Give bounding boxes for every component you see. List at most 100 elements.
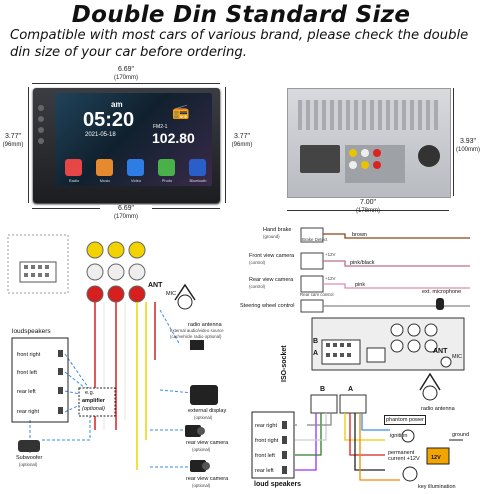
phantom-power-label: phantom power — [384, 415, 426, 425]
brake-detect-label: Brake Detect — [302, 237, 328, 242]
front-height-mm-right: (96mm) — [231, 142, 253, 148]
right-ant-label: ANT — [433, 348, 448, 355]
back-height-mm: (100mm) — [455, 147, 480, 153]
rca-block — [345, 145, 405, 183]
back-dim-line-bottom — [287, 210, 449, 211]
app-bluetooth-icon[interactable] — [189, 159, 206, 176]
pink-black-label: pink/black — [350, 260, 375, 266]
front-camera-sub: (control) — [249, 260, 266, 265]
subwoofer-optional: (optional) — [19, 462, 38, 467]
back-width-dim: 7.00" (178mm) — [342, 199, 394, 215]
brown-wire-label: brown — [352, 232, 367, 238]
rear-camera-1-label: rear view camera — [186, 440, 229, 446]
app-label-music: Music — [99, 178, 111, 183]
hand-brake-sub: (ground) — [263, 234, 280, 239]
left-ant-label: ANT — [148, 282, 163, 289]
front-height-mm-left: (96mm) — [2, 142, 24, 148]
external-display-optional: (optional) — [194, 415, 213, 420]
app-label-video: Video — [130, 178, 142, 183]
iso-a-label: A — [348, 386, 354, 393]
front-camera-label: Front view camera — [249, 253, 295, 259]
speaker-front-left-label: front left — [17, 370, 37, 376]
key-illumination-label: key illumination — [418, 484, 456, 490]
page-subtitle: Compatible with most cars of various bra… — [10, 28, 469, 60]
app-label-photo: Photo — [161, 178, 173, 183]
loud-speakers-label: loud speakers — [254, 481, 302, 488]
iso-b-label: B — [320, 386, 326, 393]
back-button[interactable] — [38, 127, 44, 133]
subwoofer-label: Subwoofer — [16, 455, 43, 461]
front-width-mm: (170mm) — [113, 75, 138, 81]
clock-ampm: am — [111, 100, 123, 109]
back-dim-line-right — [453, 88, 454, 196]
ignition-label: ignition — [390, 433, 408, 439]
external-display-label: external display — [188, 408, 227, 414]
right-speaker-front-right: front right — [255, 438, 279, 444]
speaker-rear-left-label: rear left — [17, 389, 36, 395]
front-width-in: 6.69" — [117, 66, 135, 73]
dim-line-top — [32, 83, 220, 84]
app-label-radio: Radio — [68, 178, 80, 183]
steering-label: Steering wheel control — [240, 303, 295, 309]
amplifier-label: amplifier — [82, 398, 105, 404]
back-height-in: 3.93" — [459, 138, 477, 145]
dim-line-left — [28, 87, 29, 203]
left-radio-antenna-label: radio antenna — [188, 322, 222, 328]
front-camera-wire: +12V — [325, 252, 336, 257]
back-width-mm: (178mm) — [355, 208, 380, 214]
amplifier-eg: e.g. — [85, 390, 95, 396]
back-width-in: 7.00" — [359, 199, 377, 206]
front-height-in-left: 3.77" — [4, 133, 22, 140]
connector-a-label: A — [313, 350, 319, 357]
volume-button[interactable] — [38, 138, 44, 144]
app-label-bluetooth: Bluetooth — [189, 178, 207, 183]
right-speaker-rear-left: rear left — [255, 468, 274, 474]
rear-camera-label: Rear view camera — [249, 277, 294, 283]
rear-camera-2-label: rear view camera — [186, 476, 229, 482]
dim-line-right — [225, 87, 226, 203]
rear-camera-sub: (control) — [249, 284, 266, 289]
ext-microphone-label: ext. microphone — [422, 289, 462, 295]
connector-b-label: B — [313, 338, 319, 345]
vent-grille — [298, 100, 438, 130]
page-title: Double Din Standard Size — [71, 2, 411, 28]
front-height-right-dim: 3.77" (96mm) — [229, 133, 255, 149]
hand-brake-label: Hand brake — [263, 227, 292, 233]
front-height-in-right: 3.77" — [233, 133, 251, 140]
cooling-fan — [418, 145, 440, 167]
ground-label: ground — [452, 432, 470, 438]
radio-icon: 📻 — [172, 103, 190, 119]
speaker-front-right-label: front right — [17, 352, 41, 358]
front-bottom-mm: (170mm) — [113, 214, 138, 220]
ext-audio-label: external audio/video source (car/vehicle… — [170, 328, 224, 339]
home-button[interactable] — [38, 116, 44, 122]
speaker-rear-right-label: rear right — [17, 409, 40, 415]
app-photo-icon[interactable] — [158, 159, 175, 176]
permanent-current-label: current +12V — [388, 456, 420, 462]
pink-label: pink — [355, 282, 366, 288]
head-unit-screen: am 05:20 2021-05-18 📻 FM2-1 102.80 Radio… — [55, 93, 212, 186]
rear-camera-wire: +12V — [325, 276, 336, 281]
amplifier-optional: (optional) — [82, 406, 105, 412]
back-height-dim: 3.93" (100mm) — [455, 138, 481, 154]
power-button[interactable] — [38, 105, 44, 111]
right-radio-antenna-label: radio antenna — [421, 406, 455, 412]
rear-camera-1-optional: (optional) — [192, 447, 211, 452]
battery-label: 12V — [431, 455, 441, 461]
app-video-icon[interactable] — [127, 159, 144, 176]
front-width-dim: 6.69" (170mm) — [100, 66, 152, 82]
front-bottom-dim: 6.69" (170mm) — [100, 205, 152, 221]
iso-socket-label: ISO-socket — [281, 345, 288, 382]
app-music-icon[interactable] — [96, 159, 113, 176]
app-radio-icon[interactable] — [65, 159, 82, 176]
right-mic-label: MIC — [452, 354, 463, 360]
front-bottom-in: 6.69" — [117, 205, 135, 212]
right-speaker-front-left: front left — [255, 453, 275, 459]
clock-date: 2021-05-18 — [85, 132, 116, 138]
right-speaker-rear-right: rear right — [255, 423, 278, 429]
rear-cam-control-label: Rear cam control — [300, 292, 334, 297]
side-buttons — [38, 102, 46, 162]
radio-frequency: 102.80 — [152, 130, 195, 146]
loudspeakers-title: loudspeakers — [12, 328, 51, 335]
